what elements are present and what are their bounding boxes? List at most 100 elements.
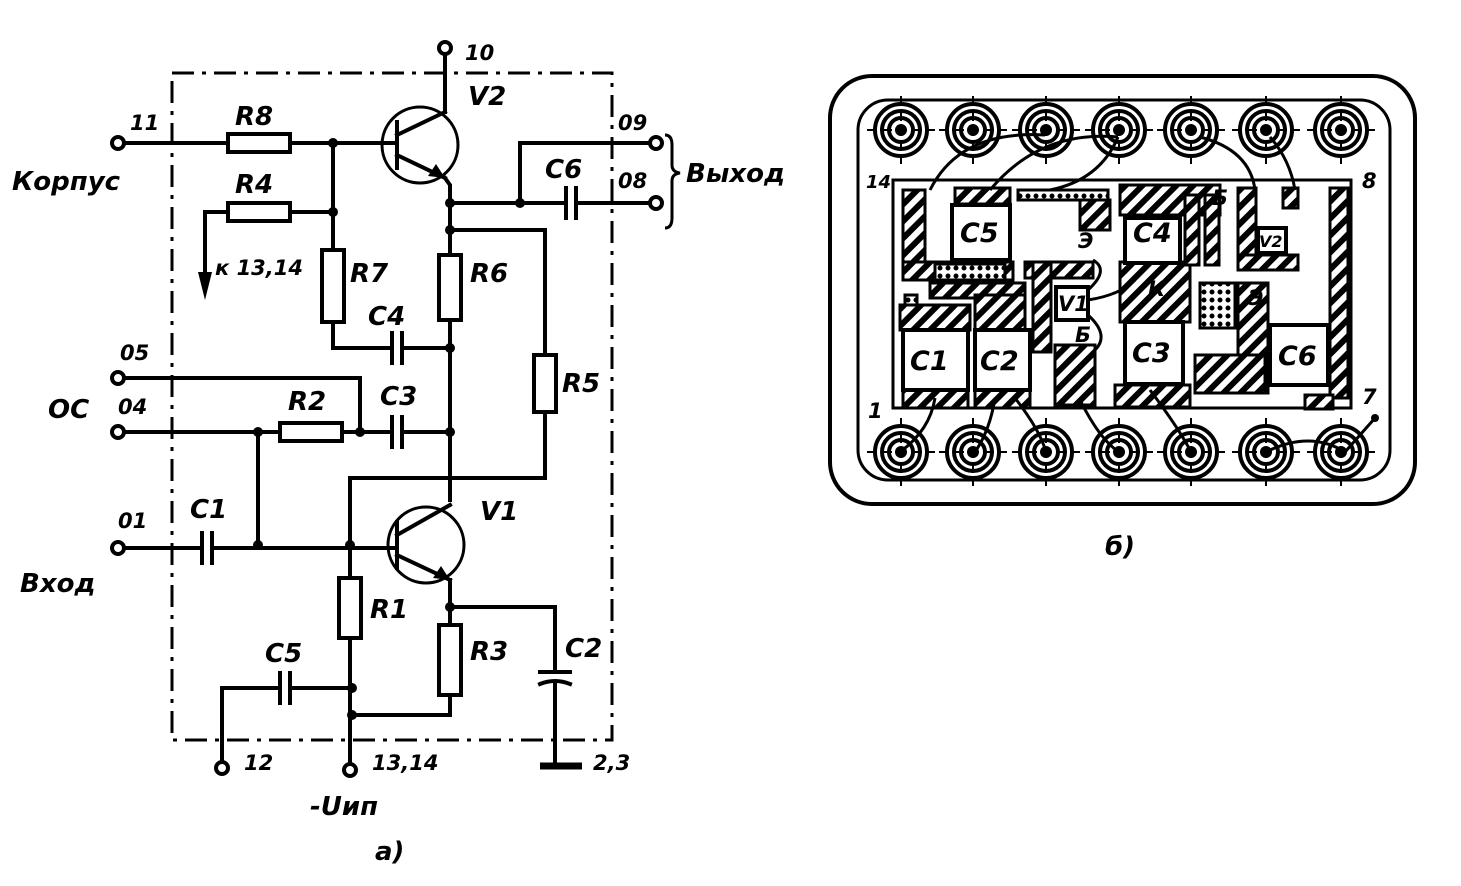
label-r4: R4 (235, 170, 273, 200)
layout-c3 (1123, 320, 1185, 386)
pad-top-3 (1012, 96, 1080, 164)
label-terminal-05: 05 (120, 341, 149, 365)
label-r1: R1 (370, 595, 408, 625)
layout-label-pin-8: 8 (1362, 169, 1377, 193)
layout-label-v1: V1 (1058, 292, 1089, 316)
label-terminal-12: 12 (244, 751, 273, 775)
layout-c1 (901, 328, 970, 392)
label-v2: V2 (468, 82, 506, 112)
transistor-v1 (386, 502, 466, 585)
label-v1: V1 (480, 497, 518, 527)
resistor-r5 (532, 353, 558, 414)
layout-label-c6: C6 (1278, 341, 1317, 372)
resistor-r7 (320, 248, 346, 324)
caption-a: а) (375, 837, 404, 867)
label-r6: R6 (470, 259, 508, 289)
layout-c2 (973, 328, 1032, 392)
terminal-08 (648, 195, 664, 211)
layout-components (901, 203, 1330, 392)
resistor-r2 (278, 421, 344, 443)
label-terminal-08: 08 (618, 169, 647, 193)
resistor-r3 (437, 623, 463, 697)
layout-c6 (1268, 323, 1330, 387)
terminal-04 (110, 424, 126, 440)
pad-bottom-7 (1307, 418, 1375, 486)
label-r8: R8 (235, 102, 273, 132)
pad-top-1 (867, 96, 935, 164)
layout-v1 (1054, 285, 1090, 322)
label-input: Вход (20, 569, 95, 599)
capacitor-c6 (564, 186, 578, 220)
conductors (898, 183, 1350, 411)
label-c4: C4 (368, 302, 405, 332)
capacitor-c4 (390, 331, 404, 365)
label-to-13-14: к 13,14 (215, 256, 303, 280)
capacitor-c3 (390, 415, 404, 449)
output-brace (664, 133, 681, 230)
layout-label-c4: C4 (1133, 218, 1172, 249)
label-terminal-09: 09 (618, 111, 647, 135)
resistor-r1 (337, 576, 363, 640)
label-terminal-10: 10 (465, 41, 494, 65)
layout-v2 (1256, 226, 1288, 255)
terminal-10 (437, 40, 453, 56)
terminal-12 (214, 760, 230, 776)
pad-top-2 (939, 96, 1007, 164)
terminal-11 (110, 135, 126, 151)
transistor-v2 (380, 105, 460, 185)
pad-top-7 (1307, 96, 1375, 164)
label-terminal-2-3: 2,3 (593, 751, 630, 775)
label-c2: C2 (565, 634, 602, 664)
terminal-09 (648, 135, 664, 151)
layout-label-pin-7: 7 (1362, 385, 1377, 409)
layout-label-emitter-v2: Э (1248, 286, 1263, 310)
resistor-r6 (437, 253, 463, 322)
layout-c4 (1123, 216, 1182, 265)
bond-wires (899, 133, 1379, 454)
pads (867, 96, 1375, 486)
capacitor-c5 (278, 671, 292, 705)
resistor-r8 (226, 132, 292, 154)
label-terminal-04: 04 (118, 395, 147, 419)
label-terminal-01: 01 (118, 509, 147, 533)
label-c1: C1 (190, 495, 227, 525)
pad-top-4 (1085, 96, 1153, 164)
label-feedback: ОС (48, 395, 89, 425)
schematic: 10 11 09 08 05 04 01 12 13,14 2,3 Корпус… (12, 40, 785, 867)
layout-c5 (950, 203, 1012, 262)
label-terminal-11: 11 (130, 111, 159, 135)
layout-label-base-v1: Б (1075, 323, 1091, 347)
label-r7: R7 (350, 259, 389, 289)
pad-bottom-2 (939, 418, 1007, 486)
layout-label-collector-v1: К (1148, 277, 1166, 301)
layout-label-c3: C3 (1132, 338, 1171, 369)
resistor-r4 (226, 201, 292, 223)
label-c5: C5 (265, 639, 302, 669)
pad-bottom-3 (1012, 418, 1080, 486)
label-r3: R3 (470, 637, 508, 667)
caption-b: б) (1105, 532, 1135, 562)
label-r2: R2 (288, 387, 326, 417)
label-terminal-13-14: 13,14 (372, 751, 438, 775)
package-inner (856, 98, 1392, 482)
layout-label-c5: C5 (960, 218, 999, 249)
capacitor-c1 (200, 531, 214, 565)
terminal-13-14 (342, 762, 358, 778)
label-output: Выход (686, 159, 785, 189)
junctions (253, 138, 525, 720)
layout-label-v2: V2 (1259, 232, 1283, 251)
label-korpus: Корпус (12, 167, 121, 197)
capacitor-c2 (537, 670, 573, 687)
pad-top-5 (1157, 96, 1225, 164)
layout-label-pin-1: 1 (868, 399, 883, 423)
layout-label-base-v2: Б (1212, 186, 1228, 210)
terminal-05 (110, 370, 126, 386)
layout-label-c1: C1 (910, 346, 949, 377)
terminal-01 (110, 540, 126, 556)
arrow-icon (198, 272, 212, 300)
label-c6: C6 (545, 155, 582, 185)
label-r5: R5 (562, 369, 600, 399)
module-boundary (170, 71, 614, 742)
label-c3: C3 (380, 382, 417, 412)
